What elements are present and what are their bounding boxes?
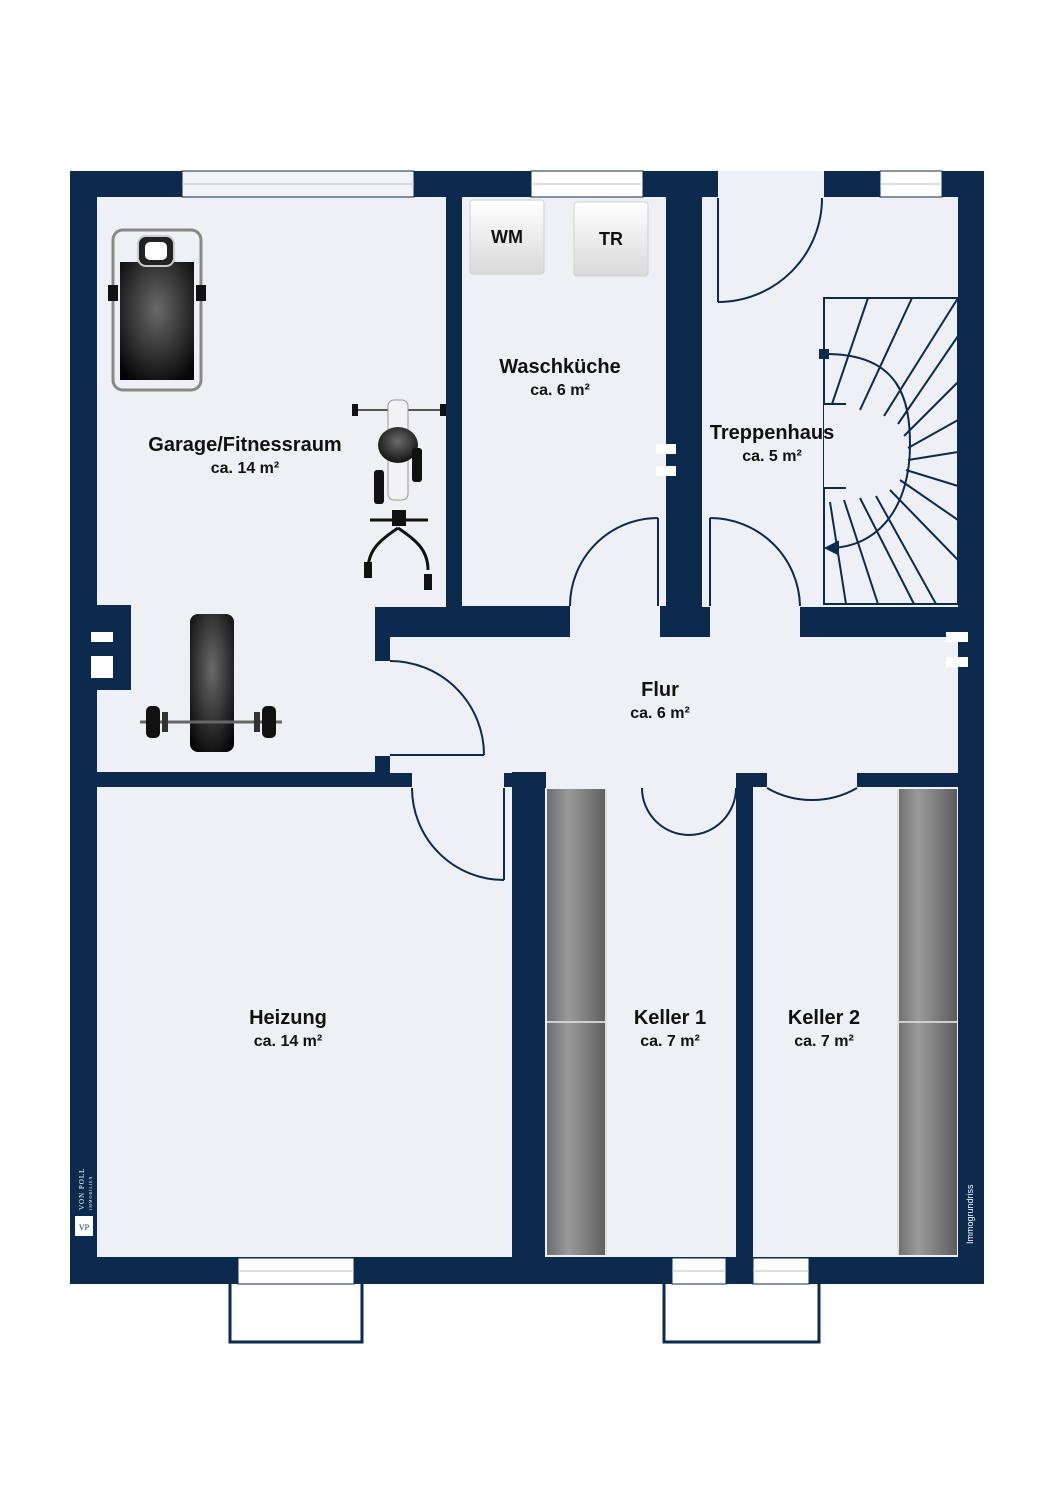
brand-subtext: IMMOBILIEN (88, 1176, 93, 1210)
dryer-label: TR (599, 229, 623, 249)
wall-flur-bottom-gap4 (545, 772, 645, 788)
room-area-keller1: ca. 7 m² (640, 1033, 700, 1050)
credit-text: Immogrundriss (965, 1184, 975, 1244)
light-well-heizung (228, 1284, 364, 1344)
room-area-treppenhaus: ca. 5 m² (742, 448, 802, 465)
staircase-icon (819, 297, 959, 605)
room-area-keller2: ca. 7 m² (794, 1033, 854, 1050)
light-well-keller (662, 1284, 821, 1344)
weight-bench-icon (140, 614, 282, 752)
wall-flur-bottom-stub (512, 772, 546, 788)
floor-garage-strip (97, 588, 375, 608)
door-swing-icon (717, 197, 823, 303)
door-swing-icon (411, 787, 505, 881)
door-swing-icon (569, 517, 659, 607)
window-lines (182, 183, 942, 1272)
floor-garage-left (97, 689, 131, 772)
room-name-heizung: Heizung (249, 1007, 327, 1029)
wall-flur-left-gap (374, 661, 391, 756)
wall-flur-bottom-gap2 (642, 772, 736, 788)
door-swing-icon (709, 517, 801, 607)
wall-flur-bottom-gap1 (412, 772, 504, 788)
wall-flur-top-gap (570, 606, 660, 638)
door-swing-icon (389, 660, 485, 756)
shelf-icon (897, 789, 957, 1255)
room-name-flur: Flur (641, 679, 679, 701)
door-swings (389, 197, 858, 881)
brand-name: VON POLL (78, 1168, 86, 1210)
floor-heizung (97, 787, 512, 1257)
shelf-icon (547, 789, 607, 1255)
room-name-garage: Garage/Fitnessraum (148, 434, 341, 456)
room-area-garage: ca. 14 m² (211, 460, 279, 477)
room-name-keller1: Keller 1 (634, 1007, 706, 1029)
room-area-heizung: ca. 14 m² (254, 1033, 322, 1050)
exercise-bike-icon (352, 399, 446, 590)
washer-label: WM (491, 227, 523, 247)
brand-mark: VP (79, 1223, 90, 1232)
wall-vents (91, 444, 968, 678)
floor-garage-lower (130, 606, 375, 772)
room-area-waschkueche: ca. 6 m² (530, 382, 590, 399)
door-swing-icon (641, 787, 737, 836)
dryer-icon: TR (573, 201, 649, 277)
room-name-treppenhaus: Treppenhaus (710, 422, 834, 444)
door-swing-icon (766, 787, 858, 802)
wall-flur-bottom-gap3 (767, 772, 857, 788)
room-area-flur: ca. 6 m² (630, 705, 690, 722)
treadmill-icon (108, 228, 206, 392)
light-wells (228, 1284, 821, 1344)
wall-flur-top-gap2 (710, 606, 800, 638)
brand-logo: VP VON POLL IMMOBILIEN (75, 1168, 93, 1236)
room-name-waschkueche: Waschküche (499, 356, 621, 378)
washing-machine-icon: WM (469, 199, 545, 275)
room-name-keller2: Keller 2 (788, 1007, 860, 1029)
wall-treppe-door (718, 171, 824, 198)
